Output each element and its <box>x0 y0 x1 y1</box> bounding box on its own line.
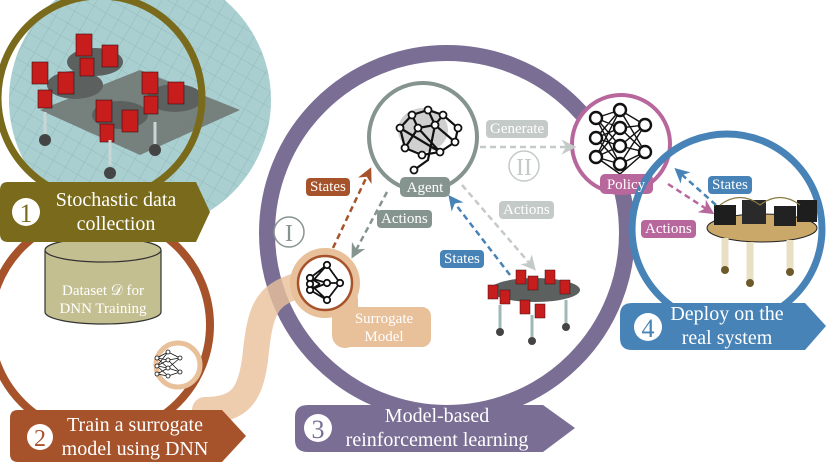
step3-banner: 3 Model-based reinforcement learning <box>295 405 575 452</box>
data-flow-ribbon <box>192 267 343 423</box>
step3-title-line1: Model-based <box>385 405 489 427</box>
surrogate-label-box <box>337 307 431 347</box>
dataset-cylinder <box>44 237 162 325</box>
step1-banner: 1 Stochastic data collection <box>0 182 210 242</box>
edge-label-real-states: States <box>708 176 752 194</box>
phase-two-marker: II <box>508 150 540 182</box>
edge-sim-to-agent-states <box>448 195 511 276</box>
dnn-mini-ring <box>153 340 203 390</box>
dataset-label-line2: DNN Training <box>59 301 147 317</box>
edge-label-sim-actions: Actions <box>499 201 554 219</box>
phase-one-label: I <box>285 221 293 247</box>
dnn-mini-icon <box>154 349 183 379</box>
step4-number: 4 <box>642 314 655 343</box>
step1-number: 1 <box>20 199 33 228</box>
edge-agent-to-surrogate-actions <box>351 191 389 259</box>
step4-title-line1: Deploy on the <box>670 303 783 325</box>
edge-label-surrogate-states: States <box>306 178 350 196</box>
real-robot-image <box>706 196 818 287</box>
surrogate-network-icon <box>305 260 345 305</box>
agent-label-box <box>400 177 450 197</box>
step1-title-line2: collection <box>77 213 156 235</box>
step1-circle <box>9 0 271 231</box>
dataset-label-line1: Dataset 𝒟 for <box>62 283 144 299</box>
policy-network-icon <box>588 102 653 175</box>
step4-banner: 4 Deploy on the real system <box>620 303 826 350</box>
step1-title-line1: Stochastic data <box>56 189 177 211</box>
edge-real-to-policy-states <box>674 168 717 206</box>
step2-title-line2: model using DNN <box>62 438 209 460</box>
phase-two-label: II <box>516 155 532 181</box>
policy-label: Policy <box>607 177 646 193</box>
edge-label-policy-actions: Actions <box>641 220 696 238</box>
step2-title-line1: Train a surrogate <box>67 414 203 436</box>
simulated-robot-image <box>31 33 240 179</box>
surrogate-label-line2: Model <box>364 329 403 345</box>
simulated-robot-small <box>487 269 580 345</box>
step3-title-line2: reinforcement learning <box>346 429 529 451</box>
edge-label-agent-actions: Actions <box>377 210 432 228</box>
phase-one-marker: I <box>273 216 305 248</box>
edge-label-generate: Generate <box>486 120 549 138</box>
edge-surrogate-to-agent-states <box>331 167 372 249</box>
edge-policy-to-real-actions <box>667 182 715 215</box>
surrogate-label-line1: Surrogate <box>355 311 414 327</box>
brain-network-icon <box>395 105 463 175</box>
step2-banner: 2 Train a surrogate model using DNN <box>10 410 246 462</box>
edge-agent-to-sim-actions <box>461 184 536 271</box>
step2-number: 2 <box>34 426 46 452</box>
agent-label: Agent <box>407 180 444 196</box>
edge-label-sim-states: States <box>440 250 484 268</box>
step4-title-line2: real system <box>682 327 773 349</box>
step3-number: 3 <box>312 415 325 444</box>
